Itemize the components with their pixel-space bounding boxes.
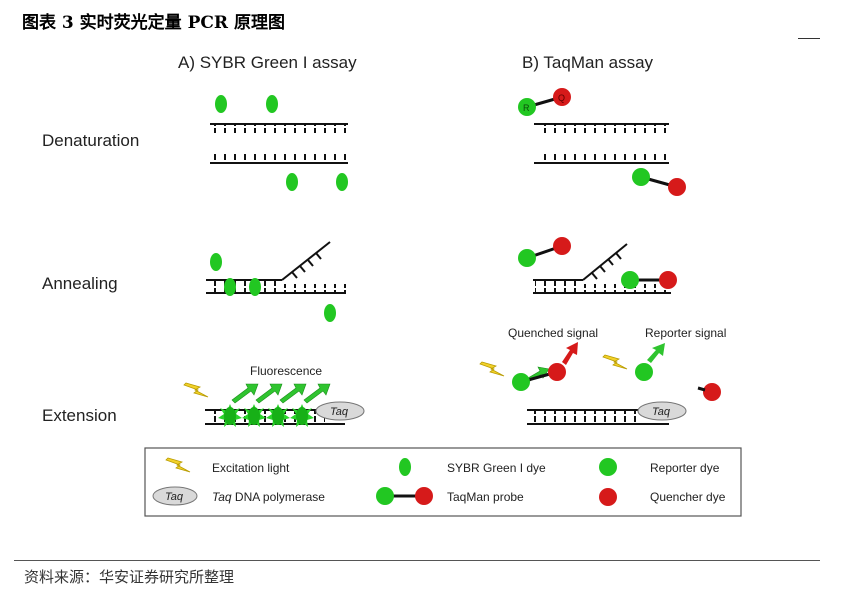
a-extension: Fluorescence Taq xyxy=(183,364,365,427)
panel-b-title: B) TaqMan assay xyxy=(522,53,654,72)
legend-excitation: Excitation light xyxy=(212,461,290,475)
source-note: 资料来源：华安证券研究所整理 xyxy=(24,568,235,586)
stage-extension: Extension xyxy=(42,406,117,425)
b-extension: Quenched signal Reporter signal Taq xyxy=(479,326,726,425)
legend-sybr: SYBR Green I dye xyxy=(447,461,546,475)
legend-quencher: Quencher dye xyxy=(650,490,726,504)
legend-probe: TaqMan probe xyxy=(447,490,524,504)
a-denaturation xyxy=(210,95,348,191)
taq-label-a: Taq xyxy=(330,406,349,418)
fluorescence-label: Fluorescence xyxy=(250,364,322,378)
reporter-signal-label: Reporter signal xyxy=(645,326,726,340)
a-annealing xyxy=(206,241,346,322)
legend: Excitation light SYBR Green I dye Report… xyxy=(144,447,742,517)
figure-title: 图表 3 实时荧光定量 PCR 原理图 xyxy=(22,13,285,33)
legend-taq: Taq DNA polymerase xyxy=(212,490,325,504)
r-label: R xyxy=(523,103,530,113)
legend-reporter: Reporter dye xyxy=(650,461,720,475)
b-denaturation: Q R xyxy=(518,88,686,196)
stage-denaturation: Denaturation xyxy=(42,131,139,150)
stage-annealing: Annealing xyxy=(42,274,118,293)
panel-a-title: A) SYBR Green I assay xyxy=(178,53,357,72)
top-rule xyxy=(798,38,820,39)
quenched-signal-label: Quenched signal xyxy=(508,326,598,340)
q-label: Q xyxy=(558,93,565,103)
taq-label-b: Taq xyxy=(652,406,671,418)
b-annealing xyxy=(518,237,677,294)
bottom-rule xyxy=(14,560,820,561)
legend-taq-shape-label: Taq xyxy=(165,491,184,503)
